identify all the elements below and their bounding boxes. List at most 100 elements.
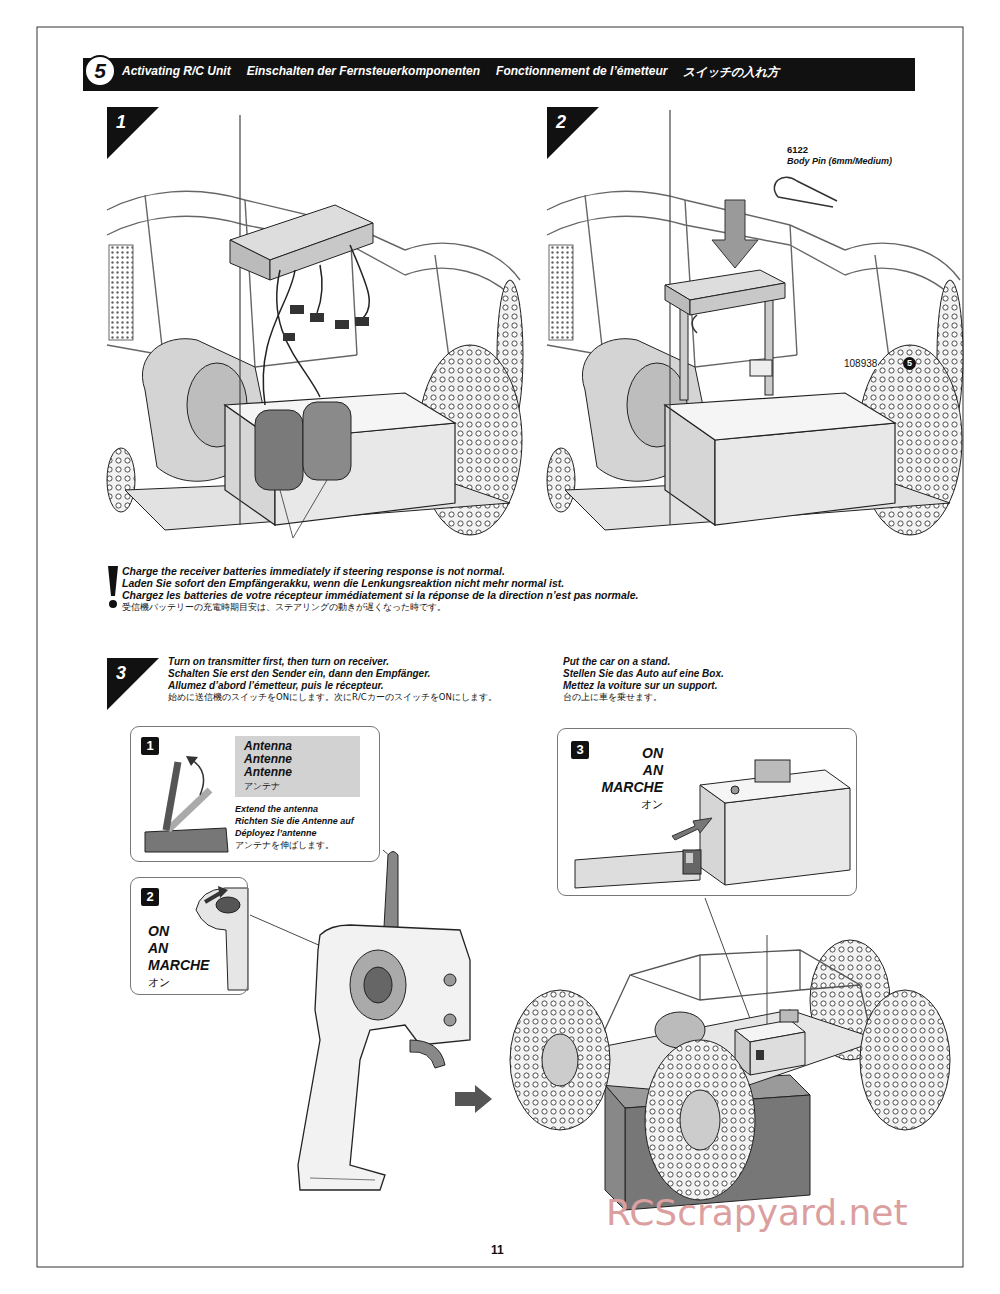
antenna-art <box>166 762 178 830</box>
step-triangle <box>107 107 159 159</box>
part-number: 6122 <box>787 144 808 155</box>
car-art <box>750 1032 805 1075</box>
transmitter-art <box>310 1178 375 1180</box>
callout-number: 5 <box>903 357 916 370</box>
node-text: アンテナ <box>244 780 280 793</box>
receiver-art <box>310 313 324 322</box>
inset-ground <box>130 877 248 995</box>
node-text: Déployez l’antenne <box>235 828 317 838</box>
instruction-text: Stellen Sie das Auto auf eine Box. <box>563 668 724 679</box>
receiver-art <box>317 265 322 313</box>
node-text: Fonctionnement de l’émetteur <box>496 64 667 78</box>
step-marker: 2 <box>547 107 599 159</box>
switch-art <box>575 760 850 888</box>
node-text: Antenna <box>244 740 292 753</box>
antenna-art <box>145 756 228 852</box>
part-name: Body Pin (6mm/Medium) <box>787 156 892 166</box>
instruction-text: 台の上に車を乗せます。 <box>563 692 662 704</box>
instruction-text: Schalten Sie erst den Sender ein, dann d… <box>168 668 430 679</box>
switch-art <box>731 786 739 794</box>
receiver-art <box>230 115 373 538</box>
switch-art <box>196 888 248 990</box>
receiver-art <box>303 402 351 480</box>
car-art <box>780 1010 798 1022</box>
node-text: Antenne <box>244 753 292 766</box>
receiver-art <box>230 240 270 280</box>
step-number: 1 <box>141 737 159 755</box>
node-text: ON <box>642 745 663 761</box>
node-text: Einschalten der Fernsteuerkomponenten <box>247 64 480 78</box>
step-number: 2 <box>556 112 566 133</box>
page-border <box>37 27 963 1267</box>
node-text: ON <box>148 923 169 939</box>
inset-box: 1Extend the antennaRichten Sie die Anten… <box>130 726 380 862</box>
step-triangle <box>107 658 159 710</box>
transmitter-art <box>350 950 406 1020</box>
step-triangle <box>547 107 599 159</box>
car-art <box>860 990 950 1130</box>
step-number: 3 <box>571 741 589 759</box>
receiver-art <box>263 270 295 405</box>
inset-ground <box>130 726 380 862</box>
inset-box: 2ONANMARCHEオン <box>130 877 248 995</box>
instruction-text: Allumez d’abord l’émetteur, puis le réce… <box>168 680 384 691</box>
switch-art <box>575 850 700 888</box>
warning-mark <box>108 566 118 608</box>
node-text: オン <box>641 797 663 812</box>
transmitter-art <box>410 1040 445 1068</box>
transmitter-art <box>298 925 470 1190</box>
node-text: Richten Sie die Antenne auf <box>235 816 354 826</box>
arrow-symbol <box>455 1085 492 1113</box>
receiver-art <box>355 317 369 326</box>
transmitter-art <box>298 852 470 1191</box>
warning-mark <box>108 566 118 596</box>
switch-art <box>686 853 693 863</box>
name-box: AntennaAntenneAntenneアンテナ <box>235 736 360 797</box>
receiver-art <box>280 480 327 538</box>
transmitter-art <box>364 967 392 1003</box>
receiver-art <box>750 360 772 376</box>
step-triangle <box>107 107 159 159</box>
inset-box: 3ONANMARCHEオン <box>557 728 857 896</box>
header-band: 5Activating R/C UnitEinschalten der Fern… <box>83 58 915 91</box>
receiver-art <box>690 283 785 315</box>
receiver-art <box>665 285 690 315</box>
leader-line <box>250 915 330 950</box>
node-text: MARCHE <box>148 957 209 973</box>
receiver-art <box>680 305 688 400</box>
car-art <box>605 1085 625 1210</box>
inset-ground <box>557 728 857 896</box>
receiver-art <box>290 305 304 314</box>
warning-text: Laden Sie sofort den Empfängerakku, wenn… <box>122 577 564 589</box>
switch-art <box>755 760 790 782</box>
switch-art <box>218 886 228 898</box>
receiver-art <box>283 333 295 341</box>
instruction-text: Turn on transmitter first, then turn on … <box>168 656 389 667</box>
node-text: アンテナを伸ばします。 <box>235 840 334 852</box>
car-art <box>756 1050 764 1060</box>
antenna-art <box>192 760 204 795</box>
switch-art <box>725 788 850 885</box>
node-text: AN <box>148 940 168 956</box>
chassis-art <box>107 191 523 535</box>
step-marker: 3 <box>107 658 159 710</box>
node-text: Extend the antenna <box>235 804 318 814</box>
car-art <box>680 1090 720 1150</box>
receiver-art <box>283 305 369 341</box>
receiver-art <box>255 410 303 490</box>
instruction-text: 始めに送信機のスイッチをONにします。次にR/CカーのスイッチをONにします。 <box>168 692 497 704</box>
receiver-art <box>774 177 837 207</box>
step-number: 1 <box>116 112 126 133</box>
car-art <box>510 990 610 1130</box>
chassis-art <box>547 191 963 535</box>
receiver-art <box>263 245 369 405</box>
switch-art <box>683 850 701 874</box>
car-art <box>510 935 950 1210</box>
antenna-art <box>145 828 228 852</box>
receiver-art <box>712 200 758 268</box>
receiver-art <box>765 295 773 395</box>
receiver-art <box>239 115 240 525</box>
transmitter-art <box>444 1014 456 1026</box>
antenna-art <box>186 756 198 766</box>
